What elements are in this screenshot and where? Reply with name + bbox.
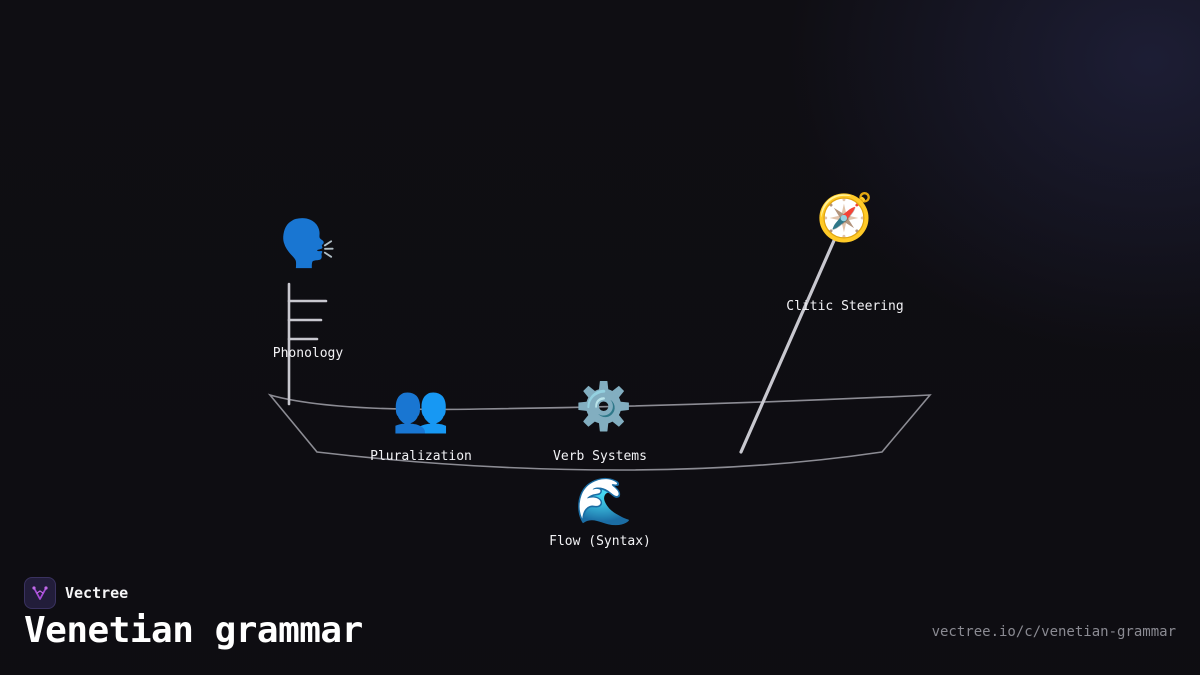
brand: Vectree <box>24 577 128 609</box>
gondola-ferro <box>287 282 328 406</box>
wave-icon: 🌊 <box>575 474 633 528</box>
gondola-oar <box>739 234 838 454</box>
speaking-head-icon: 🗣️ <box>279 216 337 270</box>
page-url[interactable]: vectree.io/c/venetian-grammar <box>931 624 1176 640</box>
vectree-logo-icon <box>24 577 56 609</box>
node-label-pluralization: Pluralization <box>370 449 472 464</box>
brand-name: Vectree <box>65 584 129 602</box>
node-label-flow-syntax: Flow (Syntax) <box>549 534 651 549</box>
people-icon: 👥 <box>392 381 450 435</box>
page-title: Venetian grammar <box>24 610 363 651</box>
node-label-phonology: Phonology <box>272 346 344 361</box>
gear-icon: ⚙️ <box>575 379 633 433</box>
compass-icon: 🧭 <box>816 190 874 244</box>
node-label-clitic-steering: Clitic Steering <box>786 299 904 314</box>
gondola-hull <box>267 393 932 471</box>
node-label-verb-systems: Verb Systems <box>553 449 647 464</box>
